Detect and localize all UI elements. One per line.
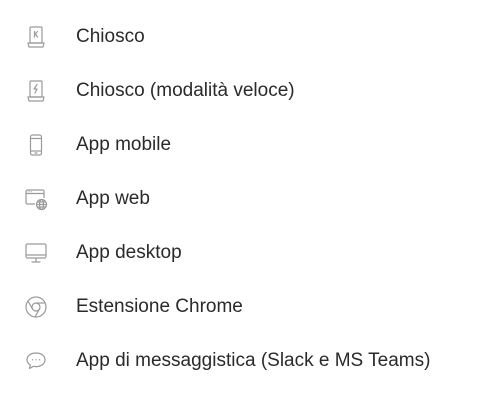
- mobile-icon: [22, 133, 50, 157]
- list-item-web-app: App web: [0, 179, 492, 219]
- item-label: App mobile: [76, 134, 172, 155]
- kiosk-fast-icon: [22, 79, 50, 103]
- chat-icon: [22, 349, 50, 373]
- list-item-chrome-extension: Estensione Chrome: [0, 287, 492, 327]
- desktop-icon: [22, 241, 50, 265]
- item-label: App desktop: [76, 242, 182, 263]
- list-item-mobile-app: App mobile: [0, 125, 492, 165]
- chrome-icon: [22, 295, 50, 319]
- list-item-kiosk-fast: Chiosco (modalità veloce): [0, 71, 492, 111]
- list-item-messaging-app: App di messaggistica (Slack e MS Teams): [0, 341, 492, 381]
- item-label: Chiosco (modalità veloce): [76, 80, 295, 101]
- list-item-kiosk: Chiosco: [0, 17, 492, 57]
- kiosk-icon: [22, 25, 50, 49]
- item-label: App di messaggistica (Slack e MS Teams): [76, 350, 431, 371]
- list-item-desktop-app: App desktop: [0, 233, 492, 273]
- item-label: Chiosco: [76, 26, 145, 47]
- item-label: App web: [76, 188, 150, 209]
- item-label: Estensione Chrome: [76, 296, 243, 317]
- web-icon: [22, 187, 50, 211]
